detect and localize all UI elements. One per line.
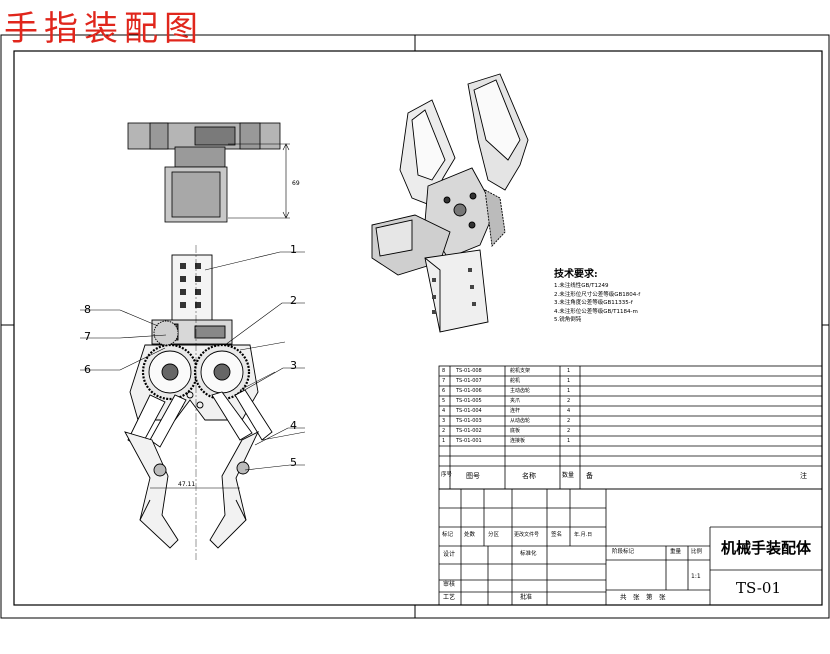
parts-row-name: 底板 <box>510 428 521 434</box>
title-block-process: 工艺 <box>443 594 456 601</box>
title-block-signature: 签名 <box>551 532 563 538</box>
parts-row-name: 从动齿轮 <box>510 418 531 424</box>
parts-row-code: TS-01-008 <box>456 368 482 374</box>
inner-frame <box>13 50 823 606</box>
parts-header-note: 注 <box>800 472 807 480</box>
parts-row-name: 连接板 <box>510 438 526 444</box>
parts-row-code: TS-01-001 <box>456 438 482 444</box>
parts-row-code: TS-01-003 <box>456 418 482 424</box>
drawing-title: 手指装配图 <box>4 9 204 49</box>
parts-row-code: TS-01-007 <box>456 378 482 384</box>
parts-row-code: TS-01-006 <box>456 388 482 394</box>
callout-8: 8 <box>84 303 91 316</box>
parts-row-name: 连杆 <box>510 408 521 414</box>
title-block-design: 设计 <box>443 551 456 558</box>
title-block-grid <box>438 488 823 606</box>
parts-row-code: TS-01-004 <box>456 408 482 414</box>
dimension-callouts <box>239 341 306 441</box>
parts-row-no: 8 <box>442 368 446 374</box>
parts-row-no: 2 <box>442 428 446 434</box>
callout-5: 5 <box>290 456 297 469</box>
parts-row-no: 6 <box>442 388 446 394</box>
parts-list-grid <box>438 365 823 490</box>
title-block-weight: 重量 <box>670 549 682 555</box>
callout-3: 3 <box>290 359 297 372</box>
top-view <box>127 122 290 223</box>
parts-row-code: TS-01-002 <box>456 428 482 434</box>
title-block-review: 审核 <box>443 581 456 588</box>
parts-row-no: 5 <box>442 398 446 404</box>
parts-row-qty: 1 <box>567 388 571 394</box>
tech-req-item: 1.未注线性GB/T1249 <box>554 283 609 289</box>
title-block-approve: 批准 <box>520 594 533 601</box>
technical-requirements: 技术要求: 1.未注线性GB/T1249 2.未注形位尺寸公差等级GB1804-… <box>554 270 640 324</box>
title-block-sheet-info: 共 张 第 张 <box>620 593 666 601</box>
title-block-zone: 分区 <box>488 532 500 538</box>
title-block-scale-value: 1:1 <box>691 573 701 580</box>
parts-row-qty: 2 <box>567 418 571 424</box>
title-block-drawing-name: 机械手装配体 <box>721 539 812 557</box>
tech-req-item: 3.未注角度公差等级GB11335-f <box>554 300 633 306</box>
title-block-change-doc: 更改文件号 <box>514 532 540 538</box>
title-block-stage-mark: 阶段标记 <box>612 549 635 555</box>
parts-row-qty: 1 <box>567 378 571 384</box>
callout-1: 1 <box>290 243 297 256</box>
parts-row-no: 7 <box>442 378 446 384</box>
parts-header-code: 图号 <box>466 472 480 480</box>
parts-header-name: 名称 <box>522 472 536 480</box>
parts-row-name: 舵机 <box>510 378 521 384</box>
parts-row-qty: 2 <box>567 428 571 434</box>
parts-header-qty: 数量 <box>562 472 575 479</box>
parts-row-name: 舵机支架 <box>510 368 531 374</box>
parts-row-code: TS-01-005 <box>456 398 482 404</box>
isometric-view <box>371 73 529 333</box>
callout-6: 6 <box>84 363 91 376</box>
callout-7: 7 <box>84 330 91 343</box>
title-block-scale: 比例 <box>691 549 703 555</box>
parts-row-name: 夹爪 <box>510 398 521 404</box>
callout-leaders <box>80 251 305 471</box>
parts-header-material: 备 <box>586 472 593 480</box>
title-block-date: 年.月.日 <box>574 532 593 538</box>
tech-req-heading: 技术要求: <box>554 269 598 280</box>
title-block-mark: 标记 <box>442 532 454 538</box>
front-view <box>124 245 273 560</box>
tech-req-item: 4.未注形位公差等级GB/T1184-m <box>554 308 638 315</box>
centering-marks <box>1 35 829 618</box>
parts-row-qty: 1 <box>567 438 571 444</box>
parts-row-no: 1 <box>442 438 446 444</box>
parts-row-qty: 2 <box>567 398 571 404</box>
parts-row-qty: 1 <box>567 368 571 374</box>
callout-4: 4 <box>290 419 297 432</box>
title-block-standardization: 标准化 <box>520 551 537 557</box>
tech-req-item: 5.锐角倒钝 <box>554 317 582 323</box>
title-block-count: 处数 <box>464 532 476 538</box>
callout-2: 2 <box>290 294 297 307</box>
parts-header-no: 序号 <box>441 472 453 478</box>
top-view-dimension: 69 <box>292 180 300 187</box>
tech-req-item: 2.未注形位尺寸公差等级GB1804-f <box>554 291 641 298</box>
title-block-drawing-code: TS-01 <box>736 579 781 597</box>
front-view-dimension: 47.11 <box>178 481 195 488</box>
parts-row-qty: 4 <box>567 408 571 414</box>
parts-row-name: 主动齿轮 <box>510 388 531 394</box>
parts-row-no: 3 <box>442 418 446 424</box>
parts-row-no: 4 <box>442 408 446 414</box>
